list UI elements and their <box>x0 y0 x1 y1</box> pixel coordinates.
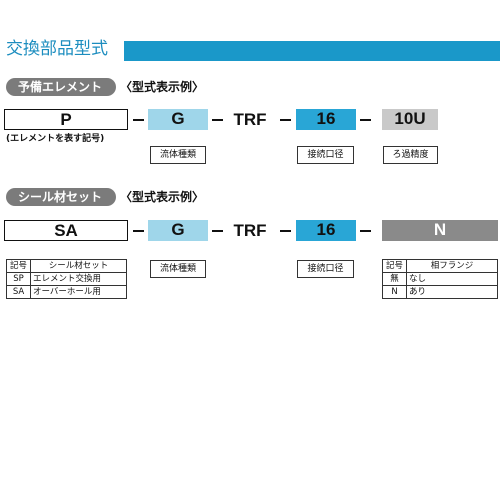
table-cell: なし <box>406 272 498 286</box>
fluid-type-code-box: G <box>148 220 208 241</box>
port-size-code-box: 16 <box>296 109 356 130</box>
separator-dash <box>360 230 371 232</box>
model-example-label: 〈型式表示例〉 <box>120 190 205 204</box>
separator-dash <box>280 119 291 121</box>
table-cell: オーバーホール用 <box>30 285 127 299</box>
table-header-cell: シール材セット <box>30 259 127 273</box>
table-cell: N <box>382 285 407 299</box>
table-header-cell: 記号 <box>6 259 31 273</box>
table-cell: SP <box>6 272 31 286</box>
table-cell: 無 <box>382 272 407 286</box>
title-bar <box>124 41 500 61</box>
page-title: 交換部品型式 <box>6 39 108 59</box>
trf-code: TRF <box>233 110 267 129</box>
table-row: N あり <box>382 285 498 299</box>
seal-code-box: SA <box>4 220 128 241</box>
model-example-label: 〈型式表示例〉 <box>120 80 205 94</box>
spare-element-pill: 予備エレメント <box>6 78 117 96</box>
separator-dash <box>360 119 371 121</box>
filtration-label: ろ過精度 <box>383 146 438 164</box>
port-size-label: 接続口径 <box>297 260 354 278</box>
trf-code: TRF <box>233 221 267 240</box>
port-size-code-box: 16 <box>296 220 356 241</box>
separator-dash <box>212 119 223 121</box>
port-size-label: 接続口径 <box>297 146 354 164</box>
table-header-cell: 記号 <box>382 259 407 273</box>
fluid-type-code-box: G <box>148 109 208 130</box>
flange-code-box: N <box>382 220 498 241</box>
table-header-row: 記号 シール材セット <box>6 259 127 273</box>
fluid-type-label: 流体種類 <box>150 146 206 164</box>
table-cell: あり <box>406 285 498 299</box>
separator-dash <box>133 119 144 121</box>
table-header-row: 記号 相フランジ <box>382 259 498 273</box>
filtration-code-box: 10U <box>382 109 438 130</box>
table-cell: エレメント交換用 <box>30 272 127 286</box>
element-code-box: P <box>4 109 128 130</box>
separator-dash <box>212 230 223 232</box>
seal-set-table: 記号 シール材セット SP エレメント交換用 SA オーバーホール用 <box>6 259 127 299</box>
separator-dash <box>280 230 291 232</box>
element-symbol-note: (エレメントを表す記号) <box>6 134 105 144</box>
fluid-type-label: 流体種類 <box>150 260 206 278</box>
table-cell: SA <box>6 285 31 299</box>
table-header-cell: 相フランジ <box>406 259 498 273</box>
separator-dash <box>133 230 144 232</box>
table-row: SA オーバーホール用 <box>6 285 127 299</box>
table-row: 無 なし <box>382 272 498 286</box>
table-row: SP エレメント交換用 <box>6 272 127 286</box>
flange-table: 記号 相フランジ 無 なし N あり <box>382 259 498 299</box>
seal-set-pill: シール材セット <box>6 188 117 206</box>
